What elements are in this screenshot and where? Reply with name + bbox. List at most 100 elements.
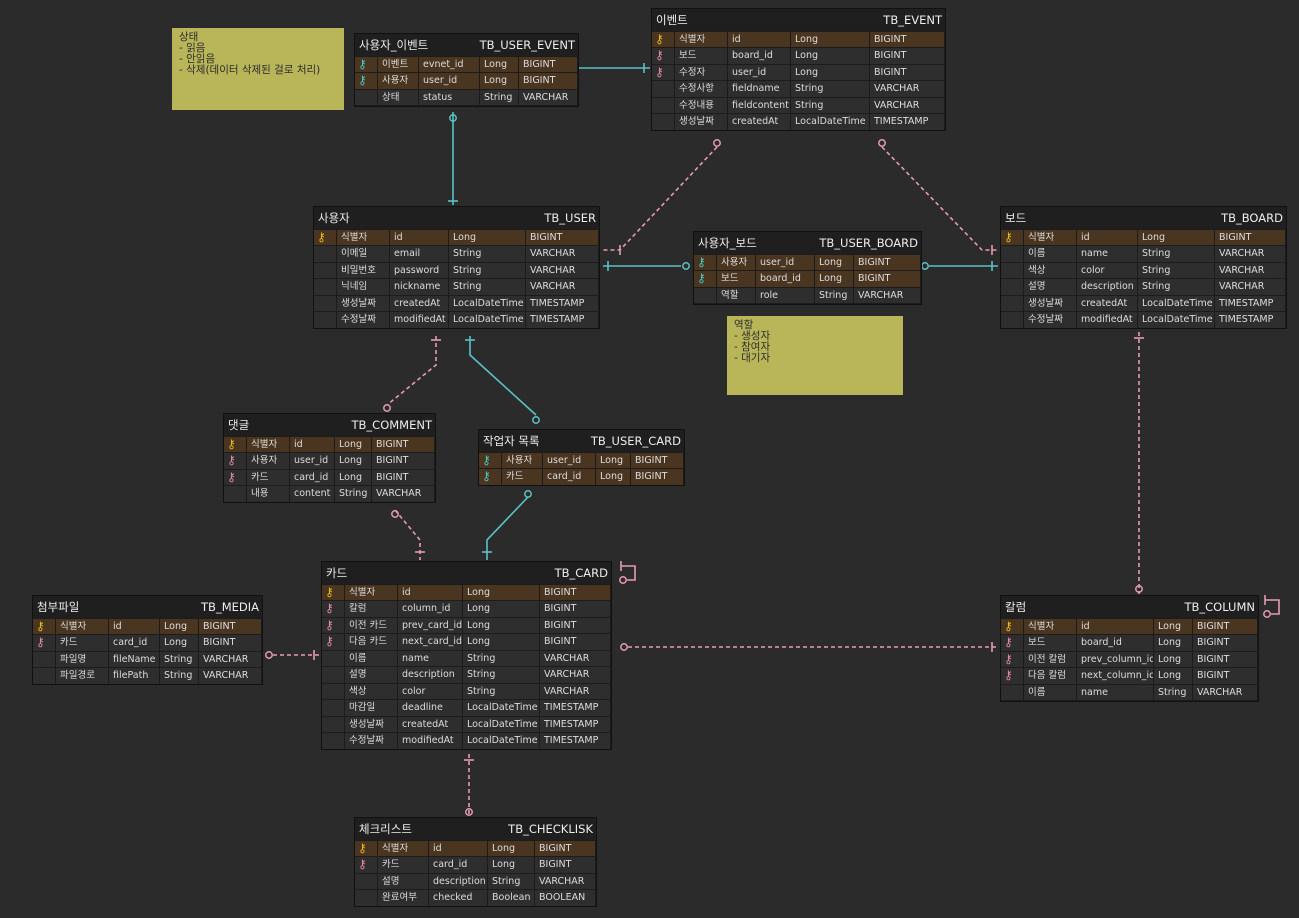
entity-title: 보드 (1005, 211, 1027, 225)
db-type: VARCHAR (519, 89, 577, 105)
db-type: BIGINT (535, 857, 595, 873)
field-label: 생성날짜 (345, 716, 397, 732)
sticky-note-status[interactable]: 상태 - 읽음 - 안읽음 - 삭제(데이터 삭제된 걸로 처리) (172, 28, 344, 110)
key-icon-cell (1001, 246, 1023, 262)
pink-key-icon: ⚷ (227, 469, 236, 484)
db-type: TIMESTAMP (540, 733, 610, 749)
key-icon-cell: ⚷ (224, 469, 246, 485)
db-type: VARCHAR (526, 262, 598, 278)
key-icon-cell: ⚷ (694, 271, 716, 287)
field-label: 식별자 (1024, 229, 1076, 245)
sticky-note-role[interactable]: 역할 - 생성자 - 참여자 - 대기자 (727, 316, 903, 395)
key-icon-cell: ⚷ (355, 840, 377, 856)
entity-table-name: TB_USER_BOARD (819, 236, 918, 250)
pink-key-icon: ⚷ (36, 635, 45, 649)
field-label: 보드 (1024, 635, 1076, 651)
db-type: BIGINT (540, 601, 610, 617)
field-label: 이벤트 (378, 56, 418, 72)
key-icon-cell (33, 668, 55, 684)
pink-key-icon: ⚷ (325, 617, 334, 632)
entity-table-name: TB_COMMENT (351, 418, 432, 432)
field-type: String (791, 97, 869, 113)
card-self-reference (621, 565, 636, 581)
many-marker (921, 262, 929, 270)
key-icon-cell (33, 651, 55, 667)
field-label: 마감일 (345, 700, 397, 716)
field-name: modifiedAt (398, 733, 462, 749)
field-type: Long (480, 73, 518, 89)
db-type: BIGINT (199, 618, 261, 634)
key-icon-cell: ⚷ (355, 857, 377, 873)
many-marker (532, 416, 540, 424)
key-icon-cell (652, 114, 674, 130)
field-label: 식별자 (56, 618, 108, 634)
field-label: 비밀번호 (337, 262, 389, 278)
